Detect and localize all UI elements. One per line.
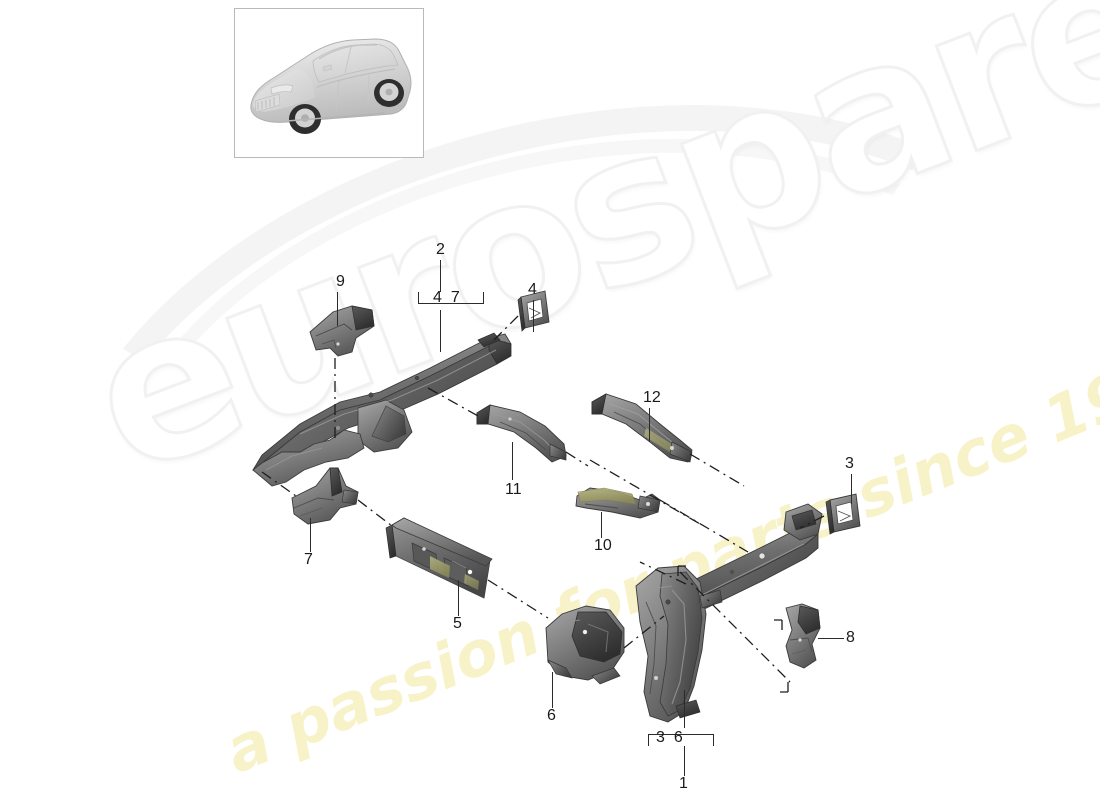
part-6-wheelhouse-bracket — [545, 605, 625, 685]
callout-9: 9 — [336, 273, 345, 290]
part-2-front-side-member — [252, 332, 512, 487]
part-12-tunnel-reinforcement — [591, 393, 693, 463]
vehicle-headlight — [270, 84, 294, 95]
leader-1-stem — [684, 746, 685, 776]
vehicle-door-seam-rear — [367, 74, 370, 105]
leader-1-to-part — [684, 690, 685, 728]
leader-7 — [310, 518, 311, 552]
vehicle-roofline — [318, 44, 377, 60]
vehicle-beltline — [316, 68, 396, 88]
bracket-group-2 — [418, 292, 484, 304]
bracket-group-2-member-0: 4 — [433, 289, 442, 306]
vehicle-thumbnail — [234, 8, 424, 158]
vehicle-b-pillar — [344, 46, 352, 74]
callout-12: 12 — [643, 389, 661, 406]
bracket-group-1-labels: 3 6 — [656, 729, 683, 747]
leader-5 — [458, 580, 459, 616]
part-4-bracket-plate — [517, 290, 550, 332]
callout-5: 5 — [453, 615, 462, 632]
leader-6 — [552, 672, 553, 708]
leader-10 — [601, 512, 602, 538]
leader-3 — [851, 474, 852, 504]
part-9-reinforcement-bracket — [309, 305, 375, 357]
callout-2: 2 — [436, 241, 445, 258]
bracket-group-1-member-1: 6 — [673, 729, 683, 746]
callout-8: 8 — [846, 629, 855, 646]
vehicle-grille-slats — [257, 97, 275, 110]
bracket-group-2-labels: 4 7 — [433, 289, 460, 307]
vehicle-glass — [312, 43, 399, 83]
leader-2-stem — [440, 260, 441, 292]
callout-4: 4 — [528, 281, 537, 298]
leader-4 — [533, 300, 534, 332]
vehicle-mirror — [322, 64, 333, 72]
bracket-group-1-member-0: 3 — [656, 729, 665, 746]
axis-corner-ticks — [677, 565, 789, 693]
leader-8 — [818, 638, 844, 639]
part-1-rear-side-member — [635, 503, 823, 723]
callout-3: 3 — [845, 455, 854, 472]
callout-6: 6 — [547, 707, 556, 724]
part-3-bracket-plate — [825, 493, 861, 535]
part-5-closing-panel — [385, 517, 493, 599]
callout-1: 1 — [679, 775, 688, 792]
vehicle-door-seam-front — [335, 80, 340, 110]
vehicle-thumbnail-image — [250, 38, 412, 134]
leader-11 — [512, 442, 513, 480]
callout-11: 11 — [505, 481, 522, 498]
part-11-seat-cross-member — [476, 404, 567, 463]
callout-10: 10 — [594, 537, 612, 554]
part-7-mounting-bracket — [291, 467, 359, 525]
callout-7: 7 — [304, 551, 313, 568]
vehicle-rocker-shadow — [286, 112, 386, 122]
assembly-axis-lines — [261, 315, 825, 683]
leader-12 — [649, 408, 650, 442]
part-8-mounting-bracket — [785, 603, 821, 669]
bracket-group-1 — [648, 734, 714, 746]
bracket-group-2-member-1: 7 — [450, 289, 460, 306]
leader-2-to-part — [440, 310, 441, 352]
part-10-console-bracket — [575, 487, 661, 519]
vehicle-rear-hub — [385, 88, 393, 96]
leader-9 — [337, 292, 338, 326]
